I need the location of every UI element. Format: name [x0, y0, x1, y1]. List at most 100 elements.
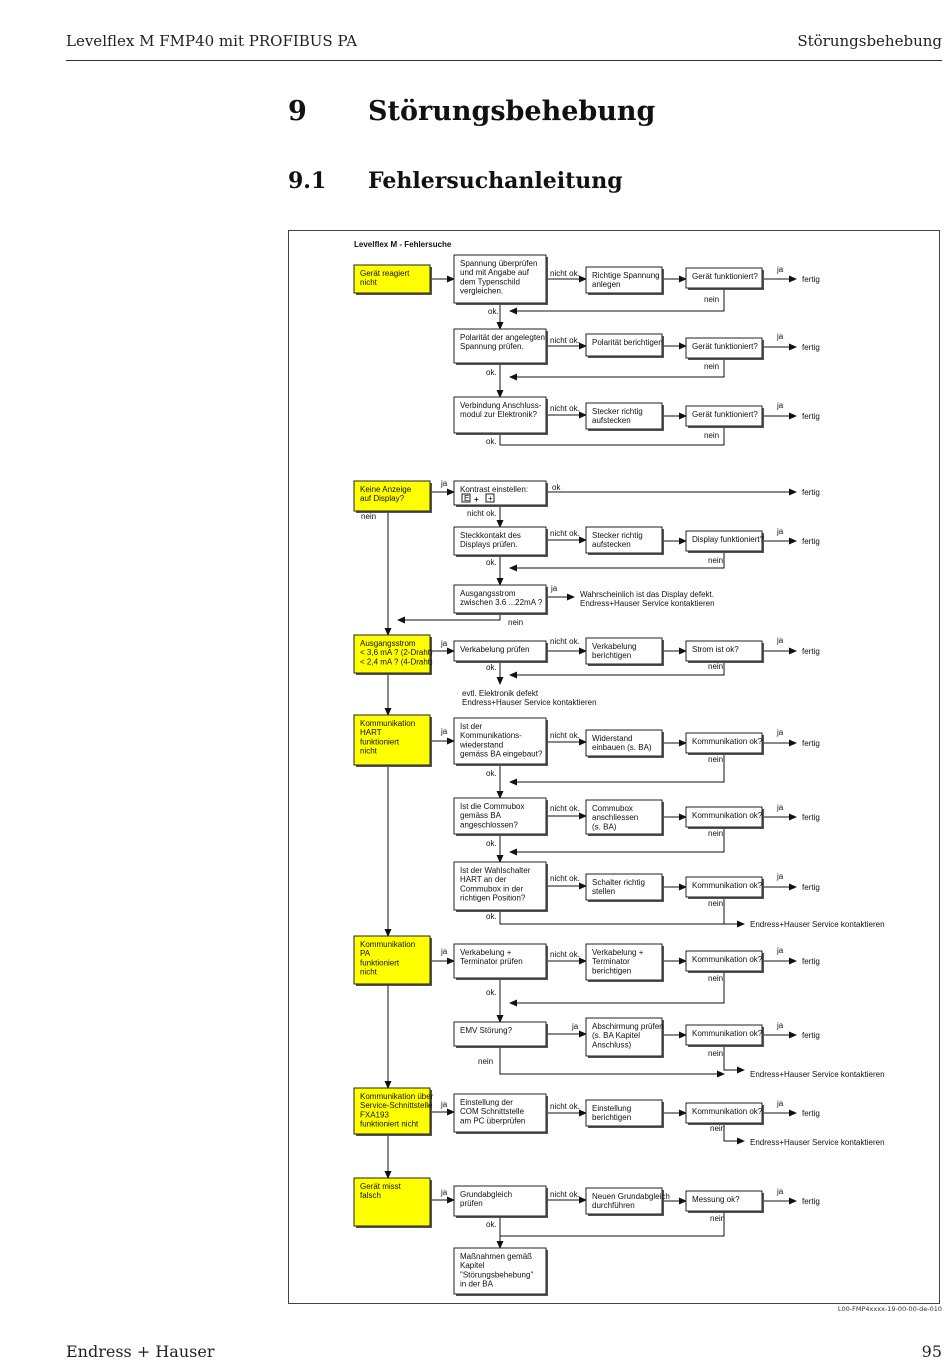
check-wiring-text: Verkabelung prüfen — [460, 645, 529, 654]
arrow-back4 — [509, 551, 725, 572]
symptom-pa-text: funktioniert — [360, 958, 400, 967]
check-com-port-text: COM Schnittstelle — [460, 1107, 525, 1116]
check-wiring — [453, 640, 547, 662]
verify-display — [685, 530, 763, 552]
action-fix-setting-text: Einstellung — [592, 1104, 631, 1113]
label-ok: ok. — [486, 839, 497, 848]
check-output-current-text: Ausgangsstrom — [460, 589, 516, 598]
label-nicht-ok: nicht ok. — [550, 874, 580, 883]
check-display-contact — [453, 526, 547, 556]
connector-back12 — [500, 1211, 725, 1237]
label-fertig: fertig — [802, 883, 820, 892]
label-ja: ja — [776, 332, 784, 341]
check-emc — [453, 1021, 547, 1047]
action-apply-voltage — [585, 266, 663, 294]
verify-3 — [685, 405, 763, 427]
action-plug-display-text: aufstecken — [592, 540, 631, 549]
symptom-output-current — [353, 634, 431, 674]
action-connect-commubox-text: (s. BA) — [592, 822, 617, 831]
check-measures-manual-text: "Störungsbehebung" — [460, 1270, 533, 1279]
action-fix-terminator-text: Verkabelung + — [592, 948, 644, 957]
symptom-hart-text: Kommunikation — [360, 719, 415, 728]
label-nein: nein — [708, 662, 723, 671]
verify-measurement-text: Messung ok? — [692, 1195, 740, 1204]
action-connect-commubox-text: anschliessen — [592, 813, 638, 822]
connector-back3 — [500, 426, 725, 446]
verify-comm-4 — [685, 950, 763, 972]
action-fix-polarity — [585, 333, 663, 357]
symptom-pa-text: PA — [360, 949, 371, 958]
label-ja: ja — [440, 639, 448, 648]
note-display-service: Endress+Hauser Service kontaktieren — [580, 599, 715, 608]
label-nein: nein — [708, 974, 723, 983]
verify-comm-3-text: Kommunikation ok? — [692, 881, 763, 890]
check-hart-switch-text: Commubox in der — [460, 884, 523, 893]
label-ja: ja — [550, 584, 558, 593]
label-fertig: fertig — [802, 412, 820, 421]
action-fix-polarity-text: Polarität berichtigen — [592, 338, 663, 347]
running-header-left: Levelflex M FMP40 mit PROFIBUS PA — [66, 32, 358, 50]
symptom-wrong-measurement-text: falsch — [360, 1191, 381, 1200]
label-nein: nein — [478, 1057, 493, 1066]
label-ja: ja — [440, 479, 448, 488]
section-title: Fehlersuchanleitung — [368, 168, 623, 194]
label-nein: nein — [708, 899, 723, 908]
symptom-wrong-measurement — [353, 1177, 431, 1227]
verify-display-text: Display funktioniert? — [692, 535, 765, 544]
footer-left: Endress + Hauser — [66, 1342, 215, 1361]
check-basic-setup-text: Grundabgleich — [460, 1190, 512, 1199]
label-ok: ok. — [486, 663, 497, 672]
symptom-pa-text: nicht — [360, 968, 378, 977]
chapter-number: 9 — [288, 96, 307, 127]
verify-current — [685, 640, 763, 662]
label-nicht-ok: nicht ok. — [550, 336, 580, 345]
note-service-3: Endress+Hauser Service kontaktieren — [750, 1138, 885, 1147]
label-ja: ja — [776, 265, 784, 274]
label-nein: nein — [708, 556, 723, 565]
action-connect-commubox — [585, 799, 663, 835]
verify-comm-2 — [685, 806, 763, 828]
verify-comm-6-text: Kommunikation ok? — [692, 1107, 763, 1116]
symptom-hart-text: HART — [360, 728, 382, 737]
check-commubox-text: Ist die Commubox — [460, 802, 524, 811]
arrow-service-1 — [723, 897, 745, 928]
check-comm-resistor-text: Ist der — [460, 722, 483, 731]
action-check-shielding-text: Abschirmung prüfen — [592, 1022, 664, 1031]
check-commubox — [453, 797, 547, 835]
verify-comm-2-text: Kommunikation ok? — [692, 811, 763, 820]
label-nicht-ok: nicht ok. — [550, 637, 580, 646]
label-nein: nein — [508, 618, 523, 627]
check-terminator — [453, 943, 547, 979]
note-service-2: Endress+Hauser Service kontaktieren — [750, 1070, 885, 1079]
label-nein: nein — [710, 1214, 725, 1223]
key-e-label: E — [464, 494, 469, 503]
figure-id: L00-FMP4xxxx-19-00-00-de-010 — [837, 1305, 942, 1313]
section-number: 9.1 — [288, 168, 327, 194]
verify-comm-1 — [685, 732, 763, 754]
check-com-port — [453, 1093, 547, 1133]
label-ja: ja — [776, 527, 784, 536]
connector-service-2 — [499, 1046, 725, 1078]
action-new-setup-text: durchführen — [592, 1201, 635, 1210]
figure-frame — [288, 230, 940, 1304]
action-plug-connector-text: Stecker richtig — [592, 407, 643, 416]
label-fertig: fertig — [802, 275, 820, 284]
label-ja: ja — [776, 803, 784, 812]
verify-current-text: Strom ist ok? — [692, 645, 739, 654]
arrow-service-3 — [723, 1123, 745, 1145]
check-measures-manual-text: in der BA — [460, 1280, 494, 1289]
check-hart-switch-text: HART an der — [460, 875, 507, 884]
action-plug-connector-text: aufstecken — [592, 416, 631, 425]
check-measures-manual-text: Maßnahmen gemäß — [460, 1252, 532, 1261]
check-basic-setup — [453, 1185, 547, 1217]
check-supply-voltage — [453, 254, 547, 304]
key-plus-label: + — [474, 495, 479, 504]
action-fix-wiring — [585, 637, 663, 665]
check-measures-manual-text: Kapitel — [460, 1261, 485, 1270]
symptom-no-display-text: auf Display? — [360, 494, 405, 503]
label-ja: ja — [440, 947, 448, 956]
action-plug-connector — [585, 402, 663, 430]
check-supply-voltage-text: dem Typenschild — [460, 277, 520, 286]
label-ok: ok. — [486, 558, 497, 567]
label-fertig: fertig — [802, 343, 820, 352]
